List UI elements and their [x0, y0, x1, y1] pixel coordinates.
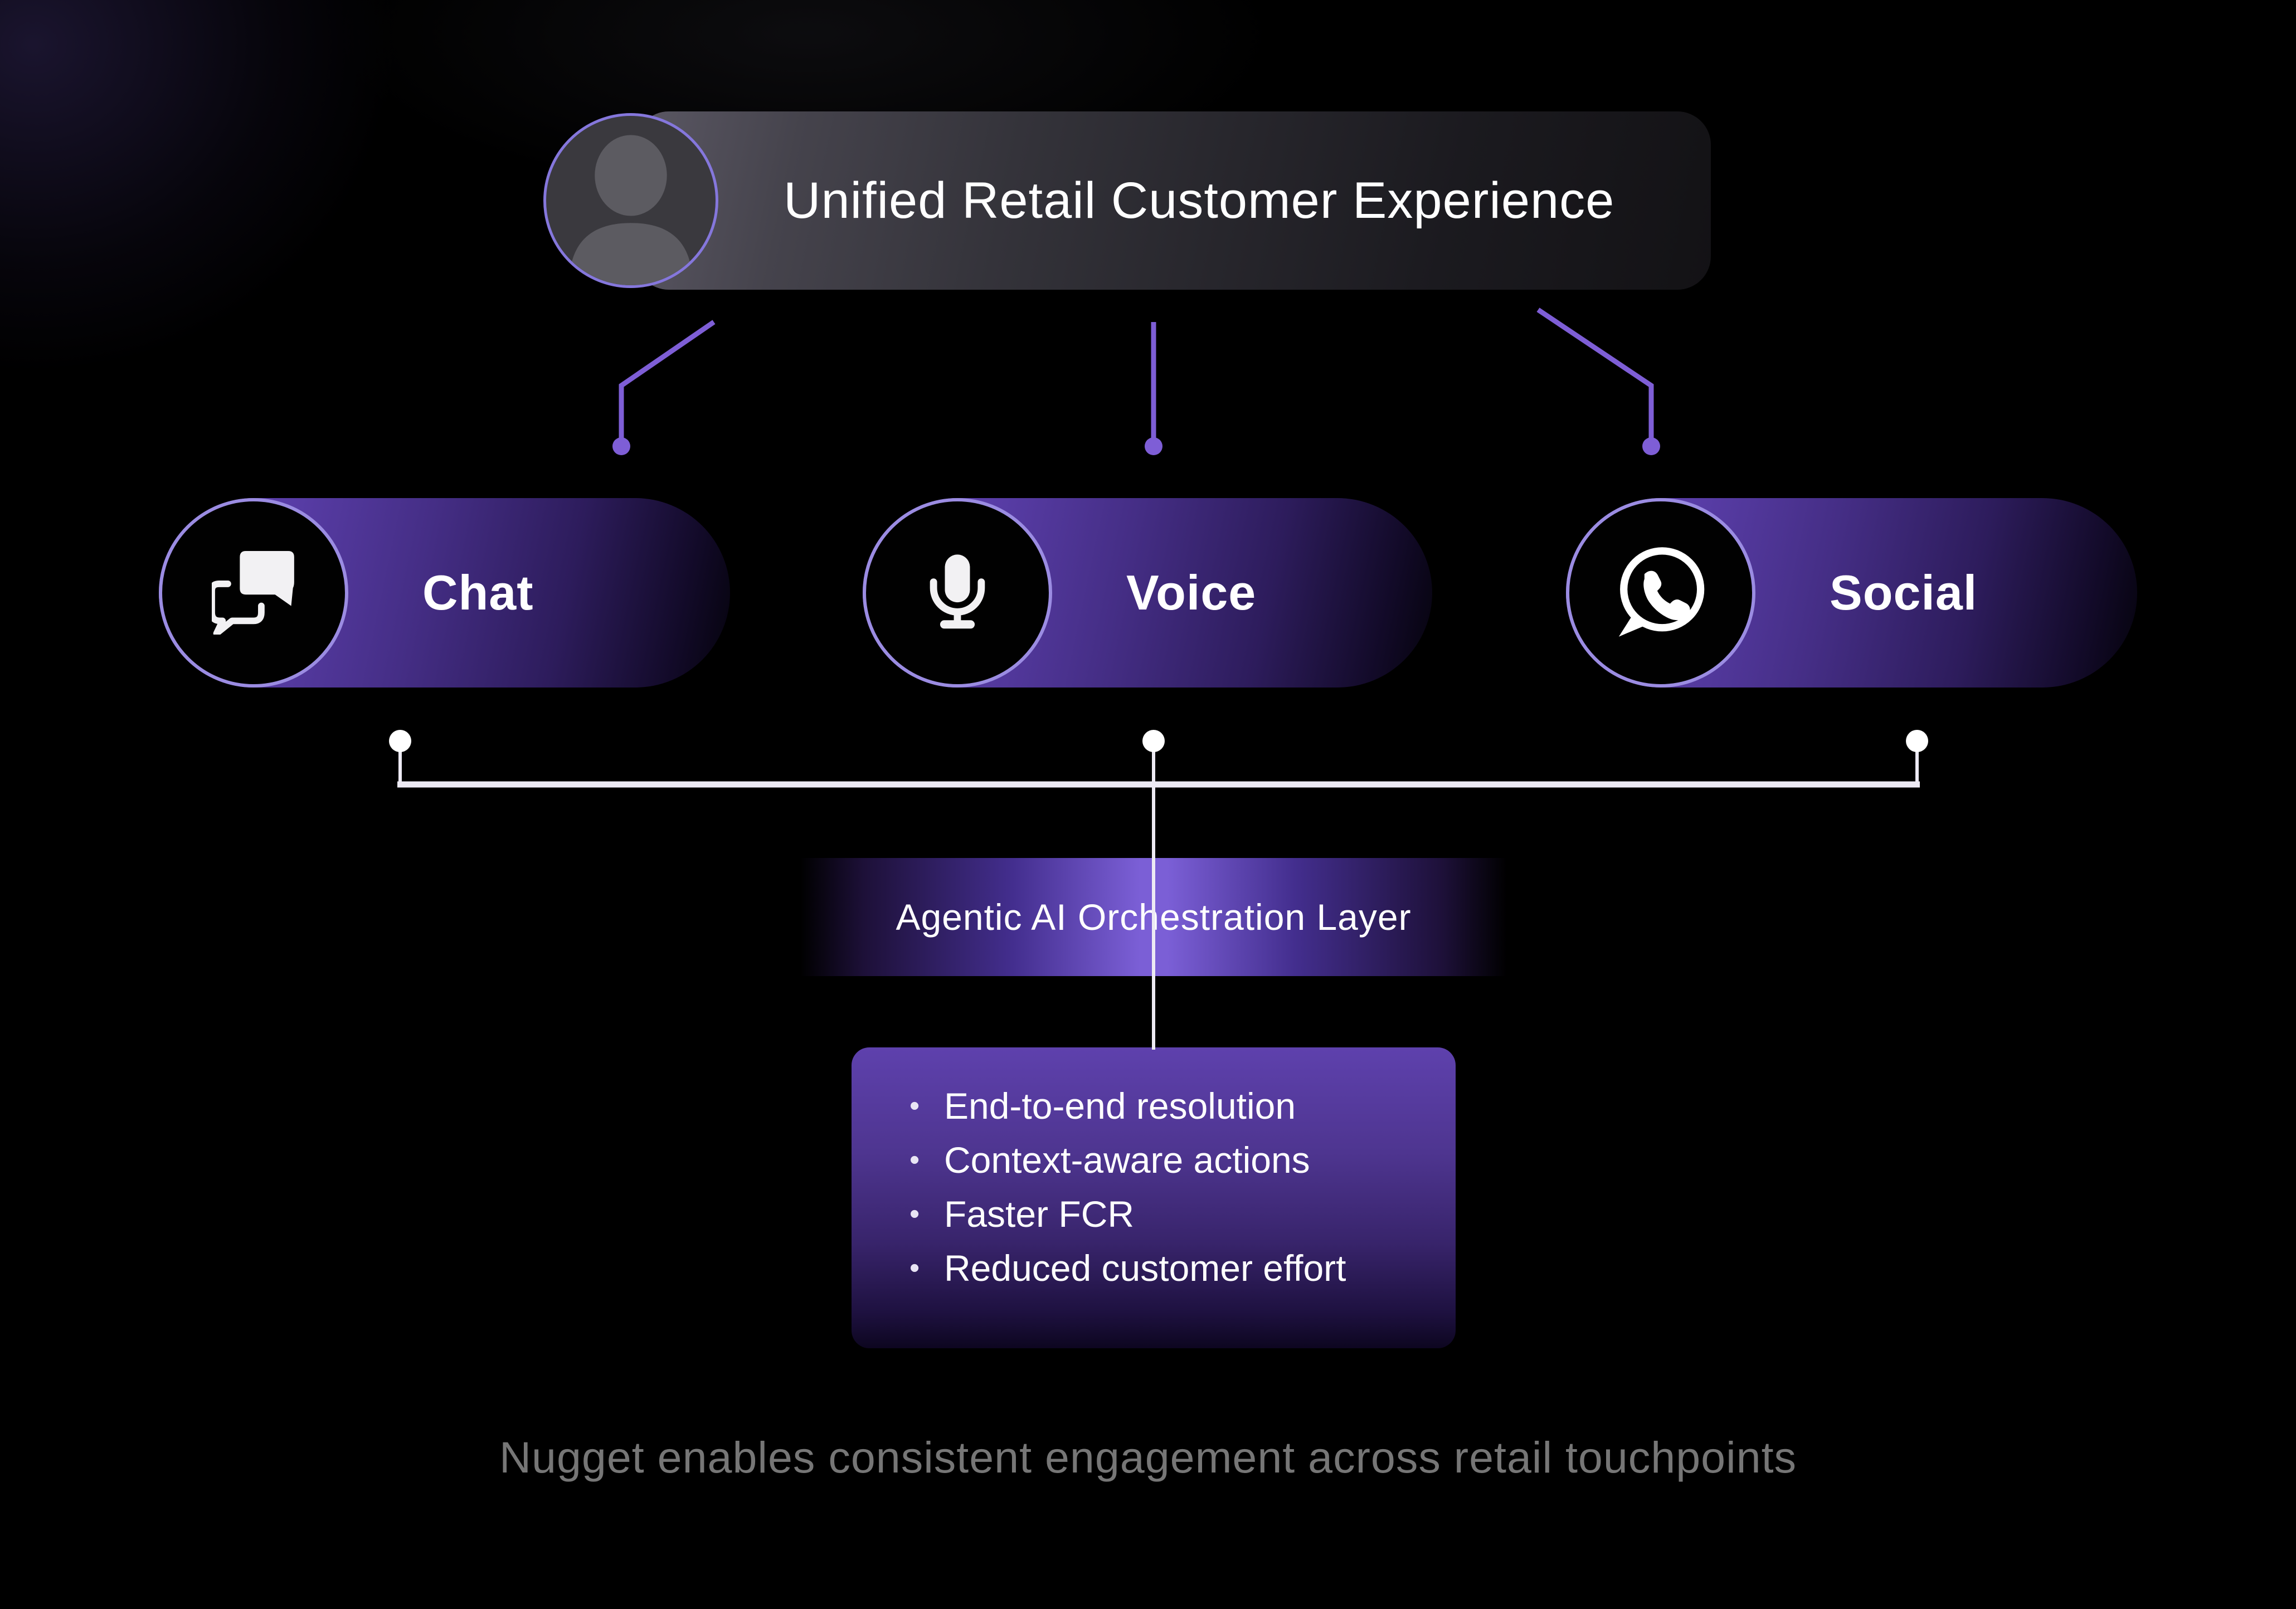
- chat-bubbles-icon: [212, 551, 294, 635]
- voice-icon-circle: [863, 498, 1052, 688]
- channel-chat: Chat: [159, 498, 730, 688]
- avatar: [543, 113, 718, 288]
- channel-voice: Voice: [863, 498, 1432, 688]
- white-connector-dots: [389, 730, 1928, 752]
- whatsapp-icon: [1618, 547, 1705, 637]
- benefit-item: Reduced customer effort: [909, 1241, 1433, 1295]
- channel-chat-label: Chat: [422, 565, 534, 620]
- person-icon: [569, 135, 693, 285]
- benefit-item: End-to-end resolution: [909, 1079, 1433, 1133]
- social-icon-circle: [1566, 498, 1755, 688]
- channel-voice-label: Voice: [1126, 565, 1257, 620]
- footer-caption: Nugget enables consistent engagement acr…: [499, 1432, 1797, 1482]
- benefit-item: Faster FCR: [909, 1187, 1433, 1241]
- root-node: Unified Retail Customer Experience: [543, 111, 1711, 290]
- white-connector-lines: [397, 747, 1920, 1050]
- root-title: Unified Retail Customer Experience: [784, 172, 1615, 229]
- benefits-list: End-to-end resolution Context-aware acti…: [909, 1079, 1433, 1295]
- benefits-box: End-to-end resolution Context-aware acti…: [852, 1047, 1456, 1348]
- purple-connector-dots: [612, 437, 1660, 455]
- benefit-item: Context-aware actions: [909, 1133, 1433, 1187]
- microphone-icon: [930, 554, 985, 629]
- purple-connector-lines: [619, 308, 1654, 439]
- chat-icon-circle: [159, 498, 348, 688]
- channel-social: Social: [1566, 498, 2137, 688]
- channel-social-label: Social: [1830, 565, 1978, 620]
